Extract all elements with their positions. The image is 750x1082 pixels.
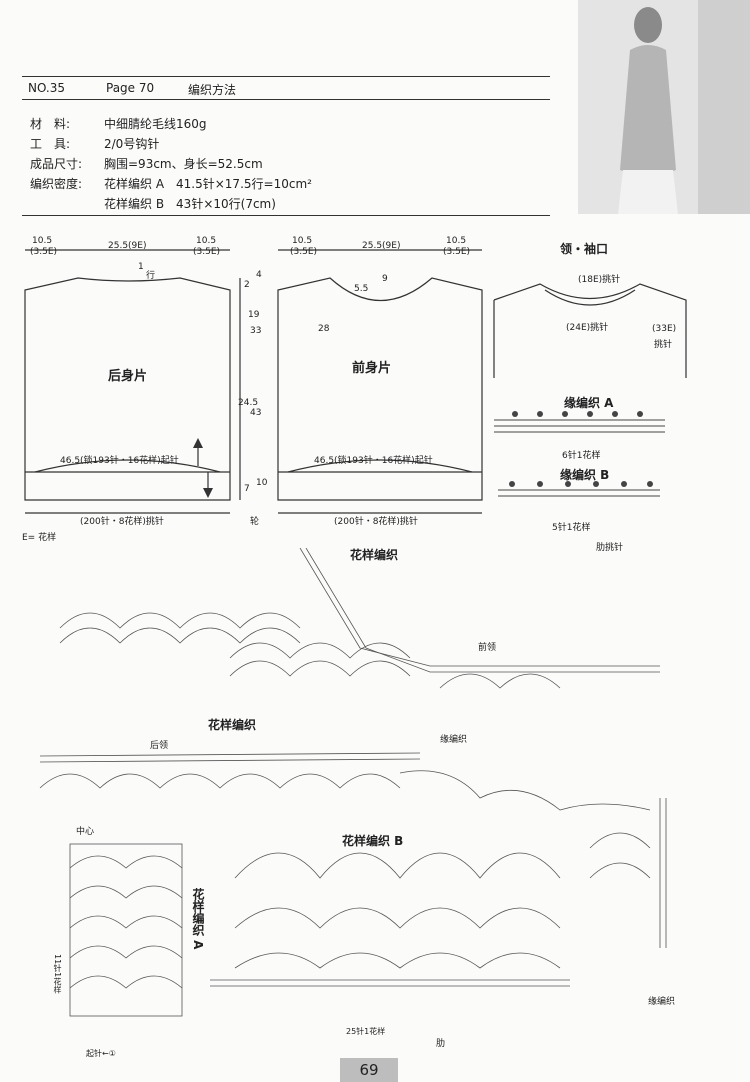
- front-neck-label: 前领: [478, 643, 497, 653]
- rib-label: 肋: [436, 1039, 446, 1049]
- gauge-label: 编织密度:: [30, 177, 83, 191]
- front-dim-right-e: (3.5E): [443, 247, 471, 257]
- page-number: 69: [340, 1058, 398, 1082]
- tools-value: 2/0号钩针: [104, 137, 160, 151]
- edge-bottom-label: 缘编织: [648, 997, 676, 1007]
- pattern-title-1: 花样编织: [350, 548, 399, 562]
- side-dim-7: 7: [244, 484, 250, 494]
- gauge-b: 花样编织 B 43针×10行(7cm): [104, 197, 276, 211]
- e-note: E= 花样: [22, 533, 57, 543]
- side-dim-4: 33: [250, 326, 262, 336]
- start-note: 起针←①: [86, 1049, 116, 1058]
- size-value: 胸围=93cm、身长=52.5cm: [104, 157, 263, 171]
- edge-a-title: 缘编织 A: [564, 396, 614, 410]
- header-title: 编织方法: [188, 83, 237, 97]
- materials-value: 中细腈纶毛线160g: [104, 117, 207, 131]
- neck-sleeve-title: 领・袖口: [560, 242, 609, 256]
- front-dim-mid: 25.5(9E): [362, 241, 401, 251]
- front-dim-left-e: (3.5E): [290, 247, 318, 257]
- back-start-note: 46.5(锁193针・16花样)起针: [60, 456, 179, 466]
- side-dim-1: 2: [244, 280, 250, 290]
- back-dim-mid: 25.5(9E): [108, 241, 147, 251]
- side-dim-2: 4: [256, 270, 262, 280]
- gauge-a: 花样编织 A 41.5针×17.5行=10cm²: [104, 177, 312, 191]
- front-dim-right: 10.5: [446, 236, 467, 246]
- pattern-title-2: 花样编织: [208, 718, 257, 732]
- rib-note: 轮: [250, 517, 260, 527]
- back-dim-left-e: (3.5E): [30, 247, 58, 257]
- size-label: 成品尺寸:: [30, 157, 83, 171]
- front-neck-depth: 5.5: [354, 284, 369, 294]
- page-reference: Page 70: [106, 81, 155, 95]
- header-info: NO.35 Page 70 编织方法 材 料: 中细腈纶毛线160g 工 具: …: [22, 76, 550, 216]
- side-dim-8: 10: [256, 478, 268, 488]
- front-pickup-note: (200针・8花样)挑针: [334, 517, 418, 527]
- neck-sleeve-outline: [493, 283, 687, 378]
- sleeve-pickup: (33E): [652, 324, 677, 334]
- front-start-note: 46.5(锁193针・16花样)起针: [314, 456, 433, 466]
- tools-label: 工 具:: [30, 137, 71, 151]
- edge-b-note: 5针1花样: [552, 523, 591, 533]
- repeat-a: 11针1花样: [53, 954, 62, 994]
- sleeve-pickup-2: 挑针: [654, 340, 673, 350]
- side-dim-6: 43: [250, 408, 262, 418]
- model-figure: [578, 0, 750, 214]
- back-dim-left: 10.5: [32, 236, 53, 246]
- back-pickup-note: (200针・8花样)挑针: [80, 517, 164, 527]
- front-dim-left: 10.5: [292, 236, 313, 246]
- neck-pickup-2: (24E)挑针: [566, 323, 609, 333]
- pattern-b-title: 花样编织 B: [342, 834, 404, 848]
- pattern-number: NO.35: [28, 81, 66, 95]
- edge-b-note-2: 肋挑针: [596, 543, 624, 553]
- center-label: 中心: [76, 827, 95, 837]
- edge-b-title: 缘编织 B: [560, 468, 610, 482]
- schematic-diagrams: [24, 249, 687, 514]
- back-neck-label: 后领: [150, 741, 169, 751]
- repeat-b: 25针1花样: [346, 1027, 386, 1036]
- pattern-a-label: 花样编织 A: [191, 888, 205, 950]
- pattern-b-fans: [234, 852, 561, 879]
- side-dim-5: 24.5: [238, 398, 259, 408]
- back-dim-right: 10.5: [196, 236, 217, 246]
- neck-pickup: (18E)挑针: [578, 275, 621, 285]
- stitch-charts: [39, 548, 667, 1017]
- header-divider: [22, 99, 550, 100]
- front-piece-label: 前身片: [352, 361, 392, 376]
- back-piece-label: 后身片: [108, 369, 148, 384]
- side-dim-3: 19: [248, 310, 260, 320]
- front-piece-outline: [277, 277, 483, 501]
- model-photo: [578, 0, 750, 214]
- back-piece-outline: [24, 277, 231, 501]
- back-neck-rows: 1: [138, 262, 144, 272]
- pattern-a-grid: [69, 843, 183, 1017]
- front-mid-rows: 28: [318, 324, 330, 334]
- edge-label: 缘编织: [440, 735, 468, 745]
- edge-a-note: 6针1花样: [562, 451, 601, 461]
- back-neck-unit: 行: [146, 271, 156, 281]
- yoke-fan-row-1: [59, 612, 301, 629]
- front-neck-rows: 9: [382, 274, 388, 284]
- back-dim-right-e: (3.5E): [193, 247, 221, 257]
- materials-label: 材 料:: [30, 117, 71, 131]
